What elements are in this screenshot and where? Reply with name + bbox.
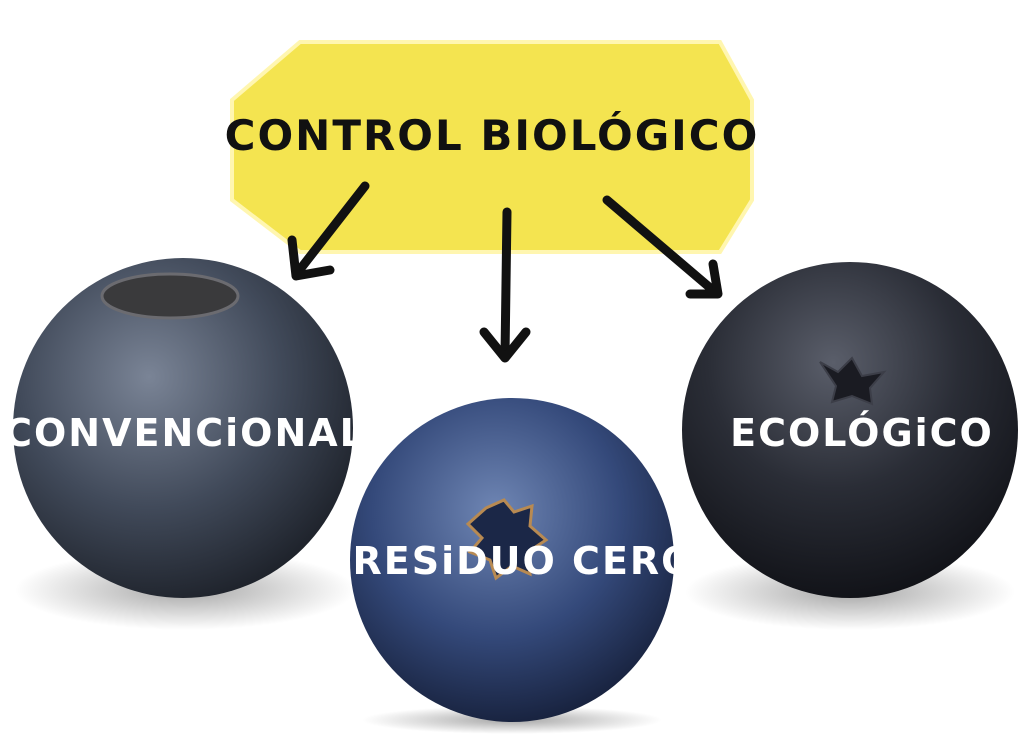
berry-calyx (100, 272, 240, 320)
top-node-hexagon (230, 40, 754, 254)
berry-residuo-cero: RESiDUO CERO (350, 398, 696, 734)
top-node-label: CONTROL BIOLÓGICO (225, 110, 760, 160)
berry-ecologico-label: ECOLÓGiCO (730, 411, 994, 455)
berry-convencional: CONVENCiONAL (4, 258, 366, 630)
arrow-to-ecologico (602, 195, 723, 299)
berry-ecologico: ECOLÓGiCO (682, 262, 1018, 630)
berry-convencional-image (13, 258, 353, 598)
berry-convencional-label: CONVENCiONAL (4, 411, 366, 455)
berry-calyx (819, 356, 887, 406)
berry-ecologico-image (682, 262, 1018, 598)
top-node: CONTROL BIOLÓGICO (225, 40, 760, 254)
arrow-to-residuo-cero (479, 207, 531, 363)
arrow-to-convencional (287, 181, 370, 281)
berry-residuo-cero-label: RESiDUO CERO (353, 539, 696, 583)
berry-calyx (465, 498, 549, 581)
